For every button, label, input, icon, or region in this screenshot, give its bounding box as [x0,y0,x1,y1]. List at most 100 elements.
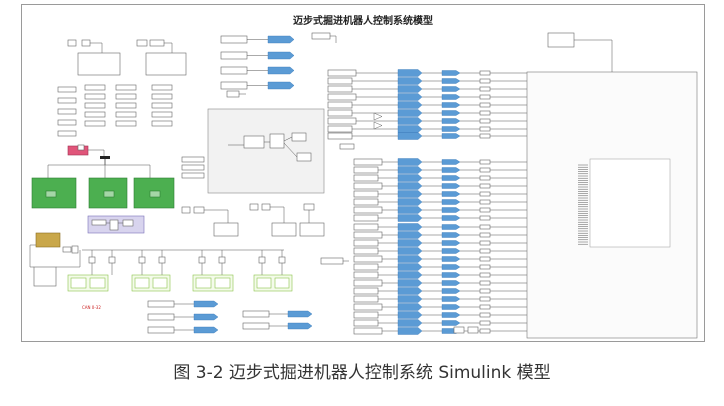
scope-block [274,277,290,289]
port-block [479,133,491,139]
scope-block [547,32,575,48]
from-tag-block [441,183,461,189]
from-block [353,182,383,190]
goto-block [397,109,423,117]
controller-inner-panel [589,158,671,248]
goto-block [397,223,423,231]
scope-block [256,277,272,289]
constant-block [84,84,106,91]
from-block [353,271,379,279]
constant-block [115,111,137,118]
from-block [353,223,379,231]
goto-block [397,311,423,319]
from-block [327,109,353,117]
from-block [353,231,383,239]
goto-block [397,85,423,93]
from-block [181,164,205,171]
constant-block [115,120,137,127]
scope-block [70,277,87,289]
inner-wire [283,136,293,142]
port-block [479,312,491,318]
from-tag-block [441,248,461,254]
from-tag-block [441,191,461,197]
constant-block [57,119,77,126]
goto-block [397,158,423,166]
from-block [327,85,353,93]
signal-wire [29,244,36,268]
from-tag-block [441,312,461,318]
constant-block [151,84,173,91]
goto-block [397,198,423,206]
from-block [220,81,248,90]
from-block [353,247,379,255]
from-tag-block [441,86,461,92]
scope-block [152,277,168,289]
from-block [353,319,379,327]
port-block [479,102,491,108]
from-block [353,327,383,335]
from-tag-block [441,272,461,278]
from-tag-block [441,78,461,84]
port-block [479,320,491,326]
constant-block [151,111,173,118]
from-tag-block [441,167,461,173]
port-block [81,39,91,47]
from-block [147,326,175,334]
port-block [181,206,191,214]
olive-subsystem-block [35,232,61,248]
port-block [479,304,491,310]
port-block [479,167,491,173]
goto-block [397,231,423,239]
port-block [479,328,491,334]
from-block [220,51,248,60]
port-block [479,215,491,221]
from-block [353,303,383,311]
goto-block [397,69,423,77]
port-block [479,110,491,116]
port-block [479,183,491,189]
port-block [479,256,491,262]
from-block [353,295,379,303]
port-block [149,39,165,47]
constant-block [84,120,106,127]
inner-block [45,190,57,198]
goto-block [397,190,423,198]
from-tag-block [441,110,461,116]
from-tag-block [441,240,461,246]
from-block [320,257,344,265]
plant-subsystem [207,108,325,194]
constant-block [57,97,77,104]
from-block [327,101,353,109]
constant-block [84,93,106,100]
port-block [158,256,166,264]
from-block [327,69,357,77]
goto-block [397,239,423,247]
from-tag-block [441,215,461,221]
inner-block [103,190,115,198]
from-tag-block [441,288,461,294]
inner-block [122,219,134,227]
from-tag-block [441,94,461,100]
port-block [479,126,491,132]
from-block [353,255,383,263]
port-block [479,199,491,205]
port-block [479,159,491,165]
inner-block [243,135,265,149]
block-diagram [29,32,698,339]
from-block [242,310,270,318]
port-block [339,143,355,150]
inner-block [296,152,312,162]
constant-block [226,90,240,98]
subsystem-block [213,222,239,237]
port-block [88,256,96,264]
from-tag-block [441,70,461,76]
from-block [327,132,353,140]
from-block [353,198,379,206]
goto-block [287,322,313,330]
port-block [467,326,479,334]
port-block [193,206,205,214]
constant-block [115,93,137,100]
inner-wire [283,142,298,158]
constant-block [84,111,106,118]
goto-block [193,300,219,308]
